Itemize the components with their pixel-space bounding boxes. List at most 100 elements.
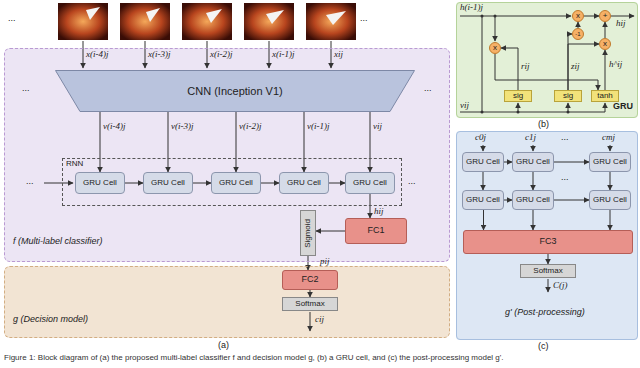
input-label: xij: [334, 50, 343, 60]
connector: [193, 183, 211, 184]
input-label: x(i-1)j: [272, 50, 295, 60]
panel-ground: [456, 2, 638, 118]
input-label: c1j: [525, 133, 536, 143]
connector: [304, 112, 305, 172]
node-label: f (Multi-label classifier): [13, 237, 103, 247]
ellipsis: ...: [561, 173, 569, 183]
connector: [310, 290, 311, 297]
connector: [495, 54, 598, 90]
connector: [548, 254, 549, 264]
signal-label: vij: [373, 122, 382, 132]
connector: [605, 50, 606, 90]
connector: [370, 194, 371, 218]
node-label: g (Decision model): [13, 315, 88, 325]
ellipsis: ...: [26, 177, 34, 187]
node-label: CNN (Inception V1): [187, 85, 282, 97]
postprocess-panel: g' (Post-processing)GRU CellGRU CellGRU …: [456, 131, 638, 340]
panel-tag: (b): [538, 120, 549, 130]
node-label: sig: [513, 92, 523, 101]
signal-label: h^ij: [609, 60, 622, 70]
sigmoid-gate: sig: [554, 90, 582, 102]
fc-layer: FC3: [463, 230, 633, 254]
node-label: GRU Cell: [516, 158, 550, 167]
node-label: FC1: [367, 226, 384, 236]
node-label: GRU Cell: [516, 196, 550, 205]
panel-ground: [456, 131, 638, 340]
negate-node: -1: [572, 28, 584, 40]
ellipsis: ...: [424, 84, 432, 94]
gru-cell: GRU Cell: [279, 172, 329, 194]
input-label: c0j: [475, 133, 486, 143]
signal-label: v(i-2)j: [239, 122, 262, 132]
node-label: +: [603, 12, 608, 21]
connector: [533, 210, 534, 230]
signal-label: pij: [320, 257, 330, 267]
gru-cell: GRU Cell: [75, 172, 125, 194]
connector: [329, 183, 345, 184]
ellipsis: ...: [22, 84, 30, 94]
gru-cell: GRU Cell: [143, 172, 193, 194]
signal-label: h(i-1)j: [460, 3, 483, 13]
connector: [533, 172, 534, 190]
ellipsis: ...: [360, 14, 368, 24]
node-label: GRU Cell: [151, 179, 185, 188]
figure-caption: Figure 1: Block diagram of (a) the propo…: [4, 354, 636, 363]
node-label: tanh: [597, 92, 613, 101]
connector: [236, 112, 237, 172]
fc-layer: FC2: [282, 270, 338, 290]
node-label: FC2: [301, 275, 318, 285]
connector: [261, 183, 279, 184]
node-label: GRU Cell: [593, 196, 627, 205]
connector: [370, 112, 371, 172]
connector: [125, 183, 143, 184]
tanh-gate: tanh: [591, 90, 619, 102]
gru-cell: GRU Cell: [589, 190, 631, 210]
multiply-node: x: [572, 10, 584, 22]
classifier-panel: f (Multi-label classifier) CNN (Inception…: [4, 48, 450, 262]
node-label: x: [493, 44, 497, 53]
node-label: sig: [563, 92, 573, 101]
node-label: GRU Cell: [466, 158, 500, 167]
node-label: FC3: [539, 237, 556, 247]
panel-ground: [4, 266, 450, 338]
node-label: Softmax: [533, 267, 562, 276]
output-label: cij: [315, 315, 324, 325]
gru-cell: GRU Cell: [589, 152, 631, 172]
node-label: RNN: [66, 160, 83, 169]
connector: [308, 256, 309, 270]
node-label: g' (Post-processing): [505, 308, 585, 318]
connector: [504, 162, 512, 163]
connector: [504, 200, 512, 201]
sigmoid-gate: sig: [504, 90, 532, 102]
panel-tag: (a): [218, 341, 229, 351]
cnn-block: CNN (Inception V1): [55, 70, 415, 112]
video-frames: [58, 3, 356, 40]
signal-label: v(i-1)j: [307, 122, 330, 132]
gru-cell: GRU Cell: [462, 190, 504, 210]
panel-ground: [4, 48, 450, 262]
connector: [483, 210, 484, 230]
ellipsis: ...: [8, 14, 16, 24]
multiply-node: x: [489, 42, 501, 54]
gru-cell: GRU Cell: [512, 152, 554, 172]
multiply-node: x: [599, 38, 611, 50]
signal-label: hij: [374, 207, 384, 217]
rnn-group: RNNGRU CellGRU CellGRU CellGRU CellGRU C…: [62, 158, 402, 206]
connector: [501, 48, 518, 90]
add-node: +: [599, 10, 611, 22]
node-label: x: [603, 40, 607, 49]
connector: [168, 112, 169, 172]
input-label: x(i-4)j: [86, 50, 109, 60]
signal-label: hij: [616, 19, 626, 29]
decision-panel: g (Decision model) FC2Softmax: [4, 266, 450, 338]
node-label: GRU Cell: [83, 179, 117, 188]
node-label: GRU Cell: [287, 179, 321, 188]
node-label: Softmax: [295, 300, 324, 309]
connector: [584, 16, 599, 17]
node-label: GRU Cell: [593, 158, 627, 167]
node-label: GRU: [613, 102, 633, 112]
connector: [610, 172, 611, 190]
node-label: Sigmoid: [304, 219, 313, 248]
signal-label: zij: [571, 62, 580, 72]
gru-cell: GRU Cell: [512, 190, 554, 210]
